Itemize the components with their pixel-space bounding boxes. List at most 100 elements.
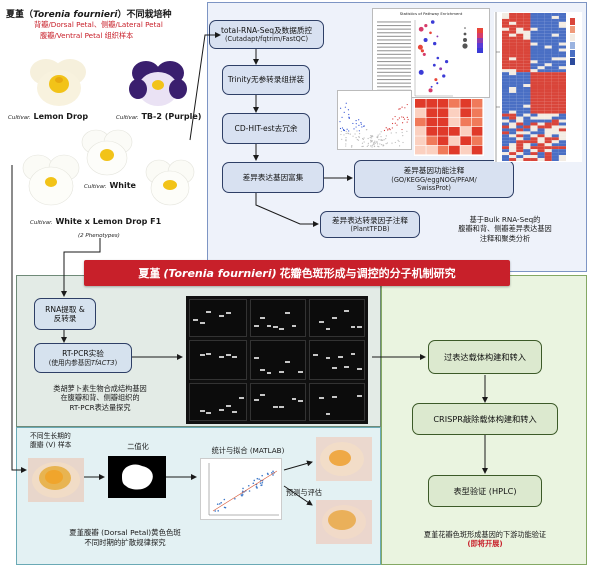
expression-cell <box>551 137 559 141</box>
volcano-point <box>370 139 372 141</box>
gel-block <box>250 299 306 337</box>
expression-cell <box>551 152 559 156</box>
expression-cell <box>551 143 559 147</box>
expression-cell <box>544 101 552 105</box>
rna-extraction-box: RNA提取 & 反转录 <box>34 298 96 330</box>
expression-cell <box>551 122 559 126</box>
volcano-point <box>391 142 393 144</box>
expression-cell <box>530 158 538 161</box>
expression-cell <box>502 134 510 138</box>
expression-cell <box>551 134 559 138</box>
expression-cell <box>523 131 531 135</box>
expression-cell <box>530 107 538 111</box>
expression-cell <box>537 84 545 87</box>
expression-cell <box>544 13 552 16</box>
volcano-point <box>387 129 389 131</box>
heatmap-legend-swatch <box>570 18 575 25</box>
expression-cell <box>523 39 531 43</box>
volcano-point <box>367 137 369 140</box>
expression-cell <box>523 158 531 161</box>
gel-block <box>309 340 365 380</box>
expression-cell <box>509 155 517 159</box>
expression-cell <box>551 149 559 153</box>
expression-cell <box>509 140 517 144</box>
correlation-cell <box>415 136 426 146</box>
volcano-point <box>347 109 350 111</box>
expression-cell <box>537 87 545 90</box>
expression-cell <box>544 27 552 31</box>
heatmap-legend-swatch <box>570 58 575 65</box>
volcano-point <box>343 129 346 132</box>
gel-band <box>279 328 284 331</box>
volcano-point <box>382 145 384 147</box>
volcano-point <box>399 108 401 110</box>
expression-cell <box>516 158 524 161</box>
volcano-point <box>373 143 375 145</box>
expression-cell <box>516 92 524 96</box>
gel-block <box>250 340 306 380</box>
correlation-cell <box>415 145 426 155</box>
legend-swatch <box>477 28 483 33</box>
petal-sample-label: 不同生长期的 腹瓣 (V) 样本 <box>30 432 72 449</box>
expression-cell <box>537 72 545 76</box>
expression-cell <box>502 54 510 58</box>
expression-cell <box>551 104 559 108</box>
expression-cell <box>502 104 510 108</box>
gel-band <box>238 396 244 399</box>
expression-cell <box>544 155 552 159</box>
volcano-point <box>339 127 342 130</box>
expression-cell <box>558 89 566 93</box>
correlation-cell <box>415 99 426 108</box>
expression-cell <box>516 155 524 159</box>
expression-cell <box>537 51 545 55</box>
expression-cell <box>530 45 538 49</box>
expression-cell <box>516 36 524 40</box>
expression-cell <box>516 84 524 87</box>
expression-cell <box>530 140 538 144</box>
volcano-point <box>345 130 347 133</box>
volcano-point <box>383 129 386 132</box>
volcano-point <box>398 117 400 119</box>
expression-cell <box>516 78 524 82</box>
expression-cell <box>523 21 531 25</box>
scatter-point <box>256 477 259 480</box>
expression-cell <box>558 134 566 138</box>
deg-enrichment-box: 差异表达基因富集 <box>222 162 324 193</box>
expression-cell <box>523 60 531 64</box>
expression-cell <box>509 131 517 135</box>
correlation-cell <box>449 108 460 118</box>
gel-band <box>279 370 284 373</box>
volcano-point <box>370 137 373 139</box>
gel-block <box>309 383 365 421</box>
expression-cell <box>551 15 559 19</box>
correlation-cell <box>437 99 449 108</box>
heatmap-legend-swatch <box>570 34 575 41</box>
expression-cell <box>544 15 552 19</box>
expression-cell <box>558 33 566 37</box>
volcano-point <box>385 127 387 129</box>
expression-cell <box>516 33 524 37</box>
expression-cell <box>558 119 566 123</box>
enrichment-dot <box>429 31 432 35</box>
expression-cell <box>516 27 524 31</box>
expression-cell <box>523 143 531 147</box>
expression-cell <box>544 143 552 147</box>
expression-cell <box>530 57 538 61</box>
scatter-point <box>258 478 260 480</box>
expression-cell <box>509 33 517 37</box>
expression-cell <box>537 13 545 16</box>
expression-cell <box>502 45 510 49</box>
expression-cell <box>537 140 545 144</box>
expression-cell <box>530 137 538 141</box>
volcano-point <box>391 127 393 129</box>
expression-cell <box>537 15 545 19</box>
volcano-point <box>352 122 354 125</box>
expression-cell <box>551 57 559 61</box>
trinity-assembly-box: Trinity无参转录组拼装 <box>222 65 310 95</box>
expression-cell <box>509 107 517 111</box>
expression-cell <box>523 75 531 79</box>
gel-band <box>260 394 265 397</box>
cd-hit-box: CD-HIT-est去冗余 <box>222 113 310 144</box>
expression-cell <box>523 18 531 22</box>
gel-band <box>285 311 290 314</box>
